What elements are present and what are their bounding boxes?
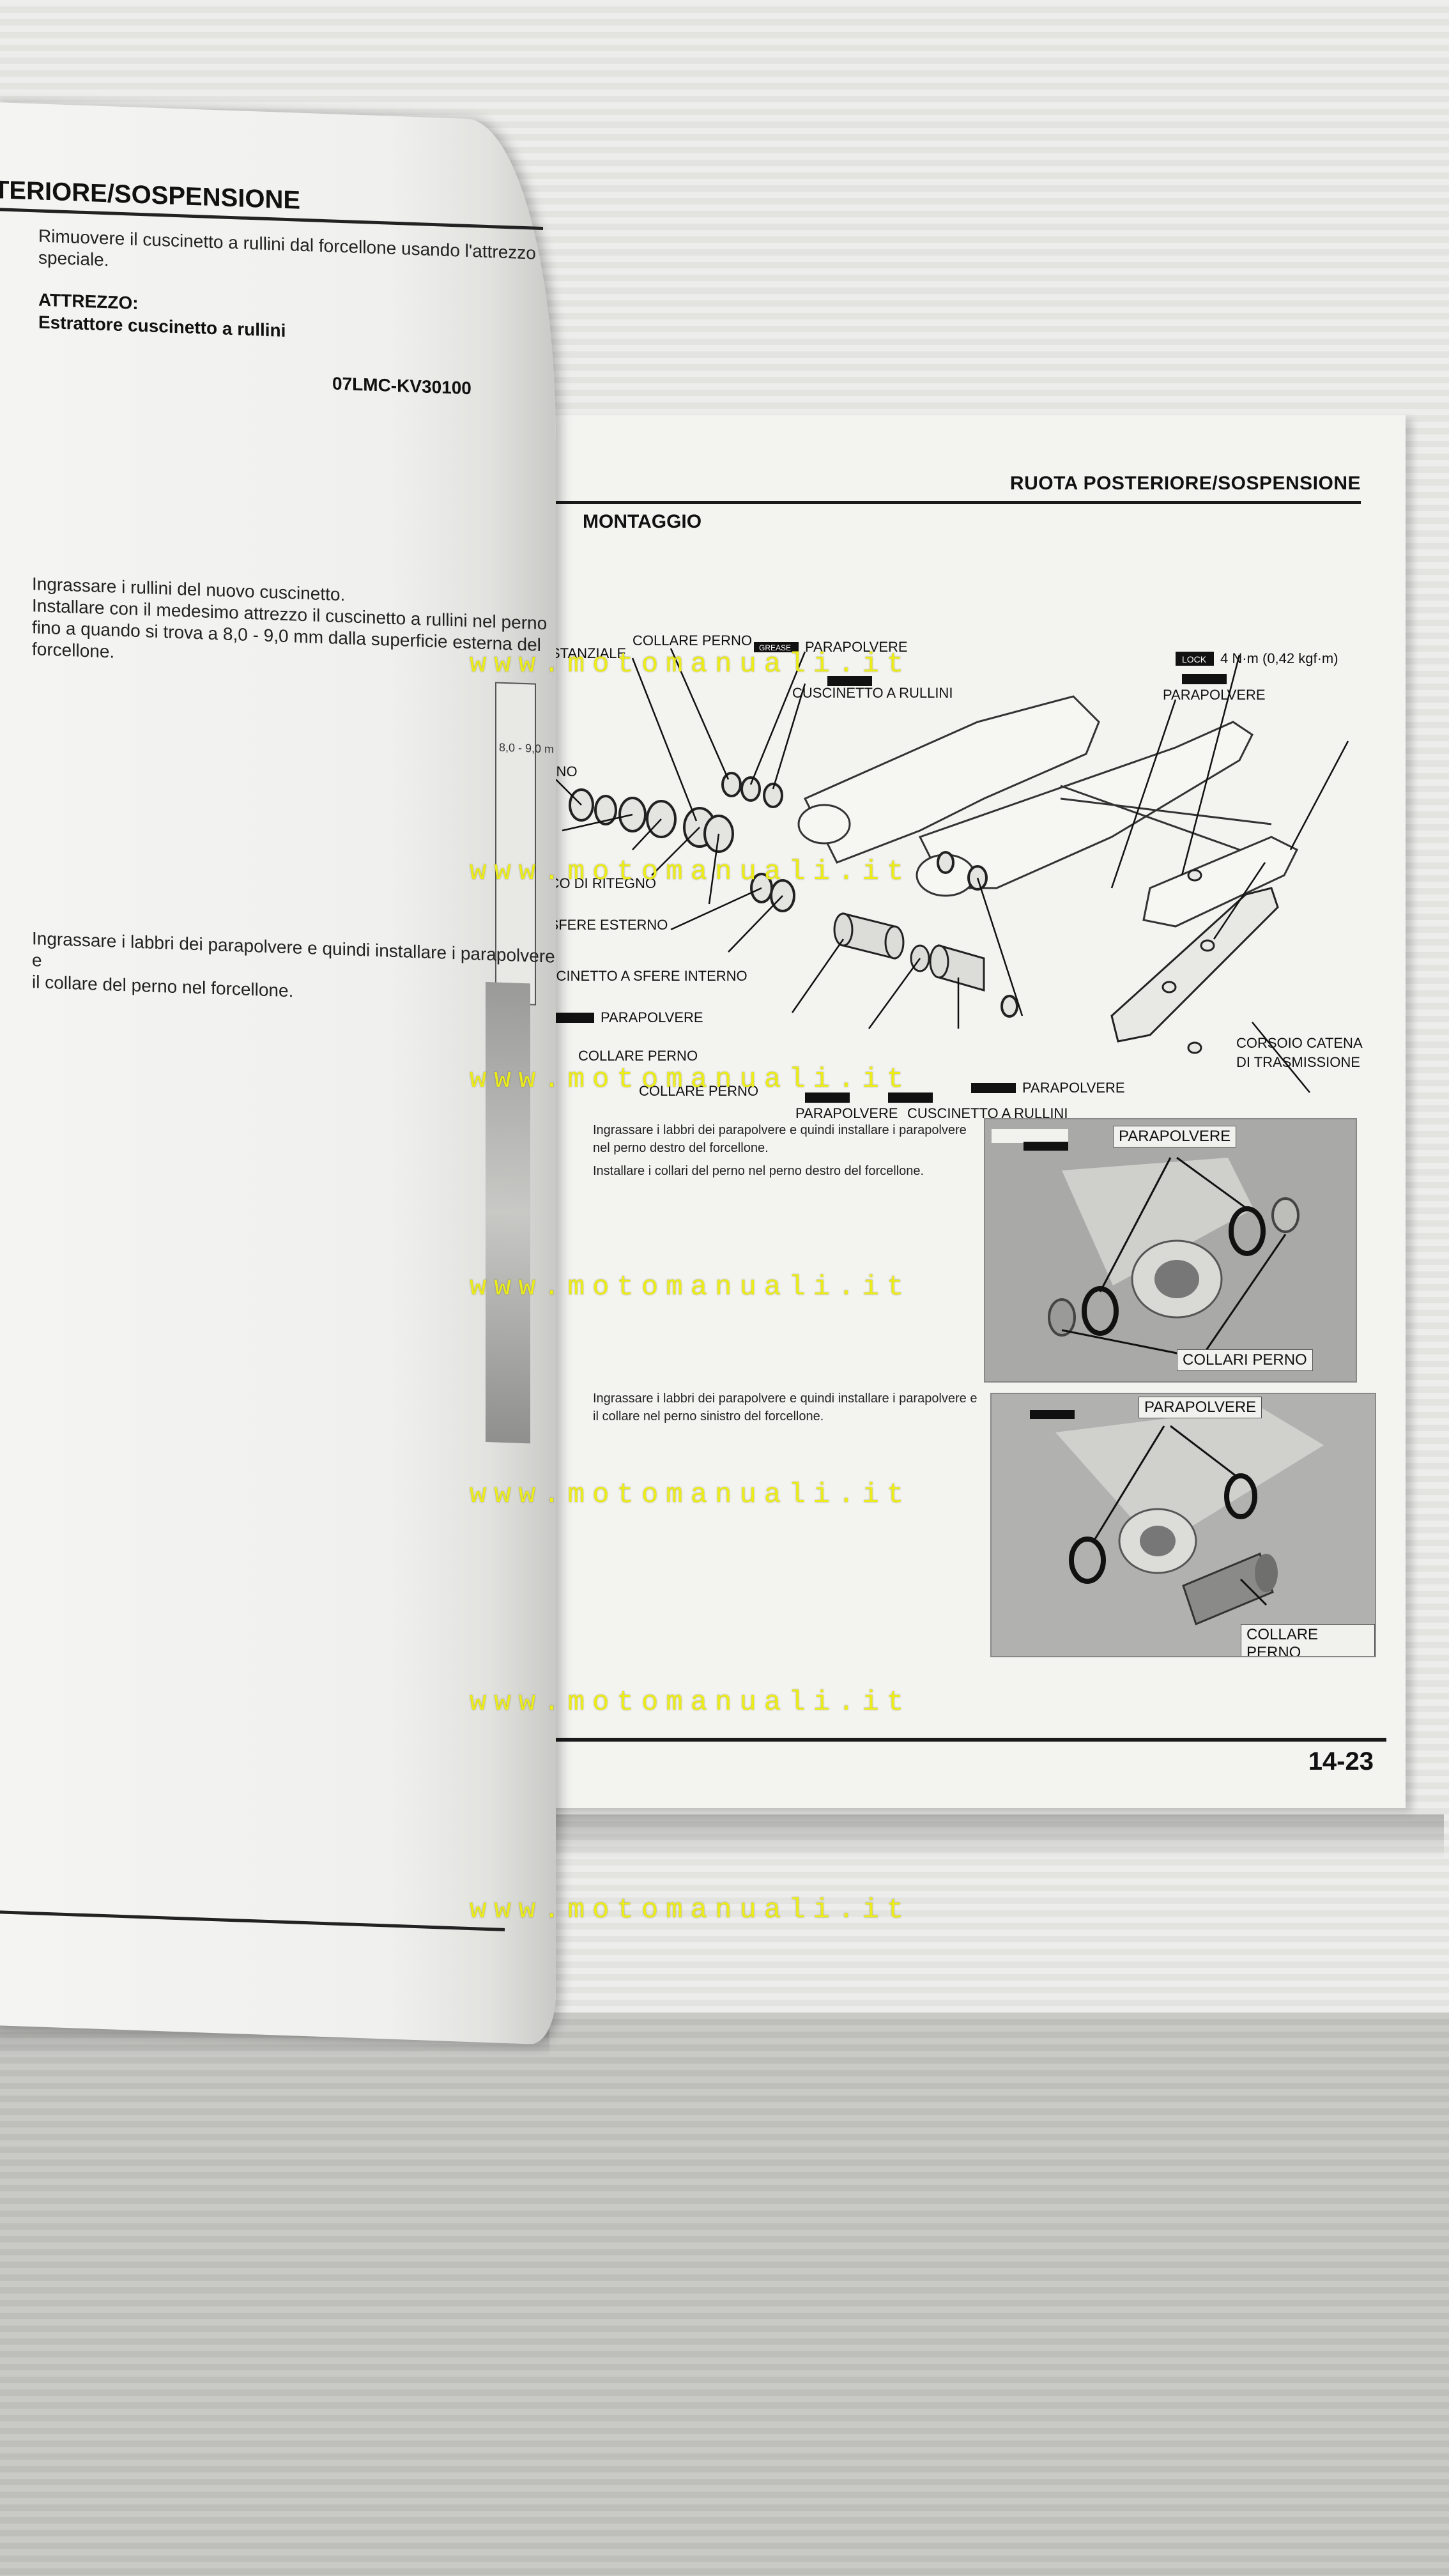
watermark: www.motomanuali.it bbox=[470, 856, 912, 888]
grease-badge bbox=[827, 676, 872, 686]
grease-badge-text: GREASE bbox=[759, 643, 791, 652]
footer-rule bbox=[511, 1738, 1386, 1742]
tool-code: 07LMC-KV30100 bbox=[332, 373, 471, 399]
watermark: www.motomanuali.it bbox=[470, 1271, 912, 1303]
exploded-swingarm-diagram: COLLARE PERNO GREASE PARAPOLVERE CUSCINE… bbox=[537, 632, 1363, 1121]
watermark: www.motomanuali.it bbox=[470, 1479, 912, 1511]
watermark: www.motomanuali.it bbox=[470, 648, 912, 680]
tool-heading: ATTREZZO: bbox=[38, 289, 139, 313]
label-parapolvere: PARAPOLVERE bbox=[805, 639, 908, 655]
photo-label: PARAPOLVERE bbox=[1138, 1397, 1262, 1418]
label-corsoio-line1: CORSOIO CATENA bbox=[1236, 1035, 1363, 1051]
paragraph-grease-dust-seals: Ingrassare i labbri dei parapolvere e qu… bbox=[32, 928, 556, 1011]
label-collare-perno-bottom: COLLARE PERNO bbox=[639, 1083, 758, 1099]
step-2-text: Ingrassare i labbri dei parapolvere e qu… bbox=[593, 1390, 977, 1425]
grease-badge bbox=[888, 1092, 933, 1103]
grease-badge bbox=[549, 1013, 594, 1023]
photo-swingarm-right bbox=[985, 1119, 1356, 1381]
photo-label: PARAPOLVERE bbox=[1113, 1126, 1237, 1147]
header-rule bbox=[556, 501, 1361, 504]
watermark: www.motomanuali.it bbox=[470, 1894, 912, 1926]
label-collare-perno: COLLARE PERNO bbox=[632, 632, 752, 648]
label-parapolvere-mid: PARAPOLVERE bbox=[601, 1009, 703, 1025]
photo-edge-strip bbox=[486, 981, 530, 1444]
photo-label: COLLARI PERNO bbox=[1177, 1349, 1313, 1371]
table-surface-lower bbox=[0, 2012, 1449, 2576]
step-1-text: Ingrassare i labbri dei parapolvere e qu… bbox=[593, 1121, 967, 1180]
label-a-sfere-esterno: A SFERE ESTERNO bbox=[537, 917, 668, 933]
figure-caption: 8,0 - 9,0 m bbox=[499, 740, 555, 756]
paragraph-remove-bearing: Rimuovere il cuscinetto a rullini dal fo… bbox=[38, 225, 536, 286]
photo-right-pivot: PARAPOLVERE COLLARI PERNO bbox=[984, 1118, 1357, 1383]
page-number: 14-23 bbox=[1308, 1747, 1374, 1775]
right-manual-page: RUOTA POSTERIORE/SOSPENSIONE MONTAGGIO bbox=[511, 415, 1406, 1808]
grease-badge bbox=[1182, 674, 1227, 684]
label-parapolvere-right-top: PARAPOLVERE bbox=[1163, 687, 1266, 703]
page-shadow bbox=[511, 1814, 1444, 1859]
label-corsoio-line2: DI TRASMISSIONE bbox=[1236, 1054, 1360, 1070]
label-lock-torque: 4 N·m (0,42 kgf·m) bbox=[1220, 650, 1338, 666]
label-parapolvere-right-bottom: PARAPOLVERE bbox=[1022, 1080, 1125, 1096]
page-header: RUOTA POSTERIORE/SOSPENSIONE bbox=[1009, 473, 1361, 494]
bearing-rings bbox=[569, 772, 1018, 1018]
grease-badge bbox=[754, 642, 799, 652]
leader-lines bbox=[555, 648, 1349, 1093]
section-title: MONTAGGIO bbox=[583, 511, 702, 532]
watermark: www.motomanuali.it bbox=[470, 1687, 912, 1719]
label-cuscinetto-rullini: CUSCINETTO A RULLINI bbox=[792, 685, 953, 701]
footer-rule bbox=[0, 1910, 505, 1931]
step-1-line: nel perno destro del forcellone. bbox=[593, 1141, 769, 1155]
step-2-line: Ingrassare i labbri dei parapolvere e qu… bbox=[593, 1392, 977, 1406]
label-parapolvere-bottom: PARAPOLVERE bbox=[795, 1105, 898, 1121]
label-tico-ritegno: TICO DI RITEGNO bbox=[537, 875, 656, 891]
grease-badge bbox=[971, 1083, 1016, 1093]
step-1-line: Installare i collari del perno nel perno… bbox=[593, 1164, 924, 1178]
photo-label: COLLARE PERNO bbox=[1241, 1624, 1375, 1656]
step-1-line: Ingrassare i labbri dei parapolvere e qu… bbox=[593, 1123, 967, 1137]
swingarm-drawing bbox=[797, 695, 1299, 928]
step-2-line: il collare nel perno sinistro del forcel… bbox=[593, 1409, 824, 1423]
collars bbox=[833, 912, 985, 992]
lock-badge bbox=[1176, 652, 1214, 666]
watermark: www.motomanuali.it bbox=[470, 1064, 912, 1096]
photo-swingarm-left bbox=[992, 1394, 1375, 1656]
grease-badge bbox=[805, 1092, 850, 1103]
photo-left-pivot: PARAPOLVERE COLLARE PERNO bbox=[990, 1393, 1376, 1657]
label-cuscinetto-sfere-interno: USCINETTO A SFERE INTERNO bbox=[537, 968, 747, 984]
chain-slider bbox=[1110, 869, 1279, 1054]
lock-badge-text: LOCK bbox=[1182, 654, 1207, 664]
label-collare-perno-mid: COLLARE PERNO bbox=[578, 1048, 698, 1064]
tool-name: Estrattore cuscinetto a rullini bbox=[38, 312, 286, 341]
